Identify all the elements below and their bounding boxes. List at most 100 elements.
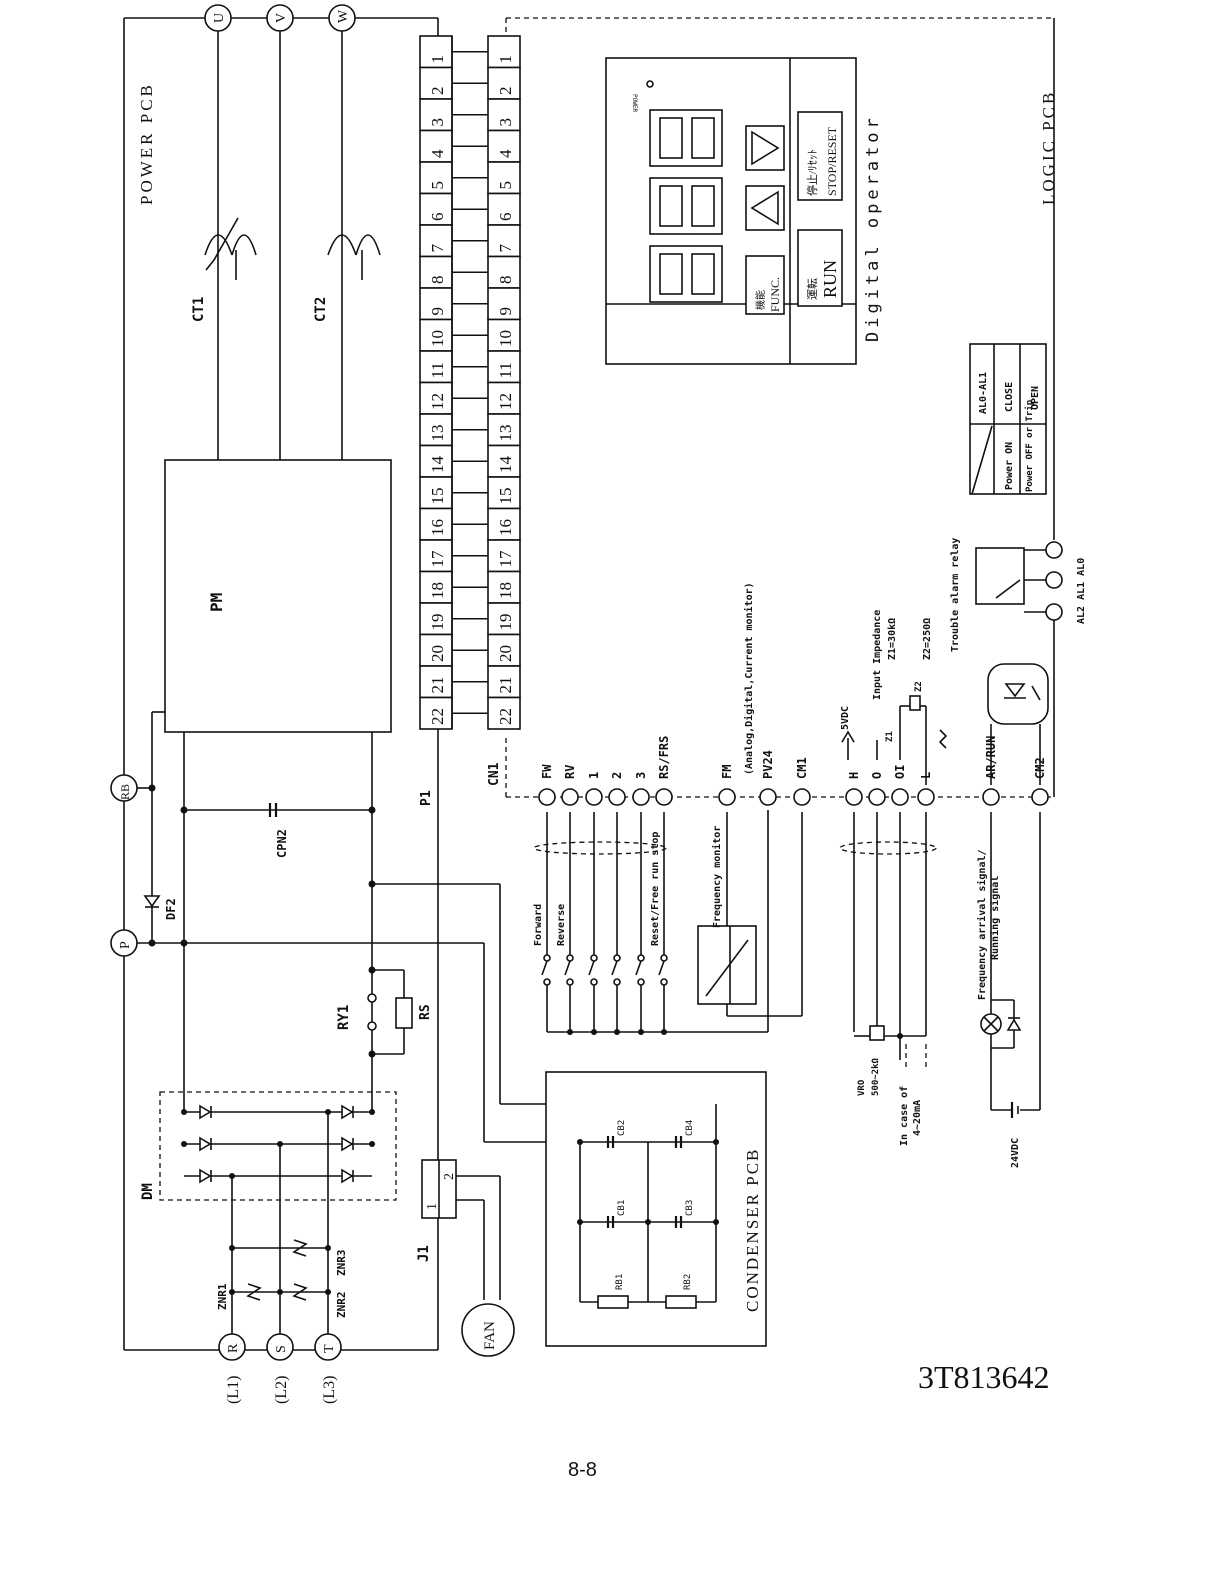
znr3-label: ZNR3 <box>335 1250 348 1277</box>
p1-pin-number: 2 <box>428 87 447 96</box>
p1-pin-number: 16 <box>428 519 447 536</box>
terminal-t-label: T <box>322 1344 337 1353</box>
cn1-label: CN1 <box>487 762 502 786</box>
ct2-label: CT2 <box>313 297 329 322</box>
reset-label: Reset/Free run stop <box>650 832 661 946</box>
p1-pin-number: 3 <box>428 118 447 127</box>
pm-label: PM <box>207 593 226 612</box>
p1-pin-number: 14 <box>428 456 447 474</box>
terminal-s-label: S <box>274 1345 289 1353</box>
p1-pin-number: 17 <box>428 550 447 568</box>
p1-pin-number: 10 <box>428 330 447 347</box>
cn1-terminal-label: FM <box>720 765 734 779</box>
cn1-pin-number: 7 <box>496 244 515 253</box>
cn1-terminal <box>845 788 863 806</box>
operator-run: RUN <box>820 260 840 298</box>
input-impedance-label: Input Impedance <box>872 610 883 700</box>
cn1-pin <box>487 224 521 258</box>
cn1-pin-number: 16 <box>496 519 515 536</box>
vro-label: VRO <box>857 1079 867 1096</box>
operator-stop: STOP/RESET <box>825 126 839 196</box>
ribbon-cable <box>451 36 488 729</box>
cn1-terminal <box>917 788 935 806</box>
condenser-pcb <box>545 1071 767 1347</box>
digital-operator <box>605 57 857 365</box>
cn1-pin <box>487 350 521 384</box>
digital-operator-label: Digital operator <box>863 114 883 342</box>
cn1-pin <box>487 381 521 415</box>
cn1-pin-number: 5 <box>496 181 515 190</box>
input-switches <box>541 810 769 1035</box>
cn1-pin <box>487 507 521 541</box>
p1-label: P1 <box>419 790 434 806</box>
cn1-pin-number: 9 <box>496 307 515 316</box>
terminal-rb-label: RB <box>118 784 132 800</box>
pm-block <box>164 459 392 733</box>
cn1-terminal-label: 3 <box>634 772 648 779</box>
ar-run-output <box>980 663 1049 1118</box>
operator-run-jp: 運転 <box>806 278 819 300</box>
terminal-l3-label: (L3) <box>321 1376 338 1404</box>
p1-pin-number: 11 <box>428 362 447 378</box>
frequency-monitor-meter <box>697 812 803 1017</box>
cn1-pin-number: 13 <box>496 425 515 442</box>
fan <box>461 1303 515 1357</box>
cn1-terminal <box>982 788 1000 806</box>
rb2-label: RB2 <box>683 1274 693 1290</box>
dm-block <box>159 1091 397 1201</box>
reverse-label: Reverse <box>556 904 567 946</box>
p1-pin-number: 12 <box>428 393 447 410</box>
p1-pin-number: 6 <box>428 213 447 222</box>
cn1-pin <box>487 696 521 730</box>
p1-pin <box>419 476 453 510</box>
cn1-pin <box>487 66 521 100</box>
cn1-terminal-label: 2 <box>610 772 624 779</box>
table-row2-value: OPEN <box>1030 386 1041 410</box>
cn1-terminal <box>538 788 556 806</box>
cn1-terminal <box>868 788 886 806</box>
p1-pin-number: 5 <box>428 181 447 190</box>
p1-pin-number: 22 <box>428 708 447 725</box>
fm-note-label: (Analog,Digital,Current monitor) <box>743 582 755 775</box>
ry1-label: RY1 <box>336 1005 352 1030</box>
cn1-pin <box>487 98 521 132</box>
cb1-label: CB1 <box>617 1200 627 1216</box>
j1-label: J1 <box>416 1245 432 1262</box>
cb3-label: CB3 <box>685 1200 695 1216</box>
vdc24-label: 24VDC <box>1010 1138 1021 1168</box>
cpn2-label: CPN2 <box>275 829 289 858</box>
cn1-pin-number: 10 <box>496 330 515 347</box>
cn1-pin-number: 6 <box>496 213 515 222</box>
cn1-pin-number: 19 <box>496 614 515 631</box>
cn1-terminal <box>585 788 603 806</box>
operator-func-jp: 機能 <box>754 290 767 310</box>
cn1-terminal-label: 1 <box>587 772 601 779</box>
condenser-bank <box>577 1104 719 1309</box>
cn1-terminal <box>608 788 626 806</box>
p1-pin-number: 8 <box>428 276 447 285</box>
operator-stop-jp: 停止/ﾘｾｯﾄ <box>805 149 819 196</box>
p1-pin-number: 18 <box>428 582 447 599</box>
p1-pin <box>419 570 453 604</box>
terminal-l1-label: (L1) <box>225 1376 242 1404</box>
p1-pin-number: 21 <box>428 677 447 694</box>
p1-pin-number: 1 <box>428 55 447 64</box>
cn1-terminal-label: CM1 <box>795 757 809 779</box>
cn1-pin-number: 11 <box>496 362 515 378</box>
z1-value-label: Z1=30kΩ <box>887 618 898 660</box>
operator-func: FUNC. <box>768 277 782 312</box>
p1-pin-number: 7 <box>428 244 447 253</box>
cn1-pin-number: 15 <box>496 488 515 505</box>
condenser-pcb-label: CONDENSER PCB <box>743 1148 762 1312</box>
cn1-pin-number: 12 <box>496 393 515 410</box>
h-5vdc-label: 5VDC <box>840 706 851 730</box>
table-row1-state: Power ON <box>1004 442 1015 490</box>
cn1-pin-number: 1 <box>496 55 515 64</box>
cn1-terminal <box>891 788 909 806</box>
freq-arrival-label: Frequency arrival signal/ <box>976 849 988 1000</box>
p1-pin-number: 20 <box>428 645 447 662</box>
vro-value-label: 500~2kΩ <box>871 1057 881 1096</box>
